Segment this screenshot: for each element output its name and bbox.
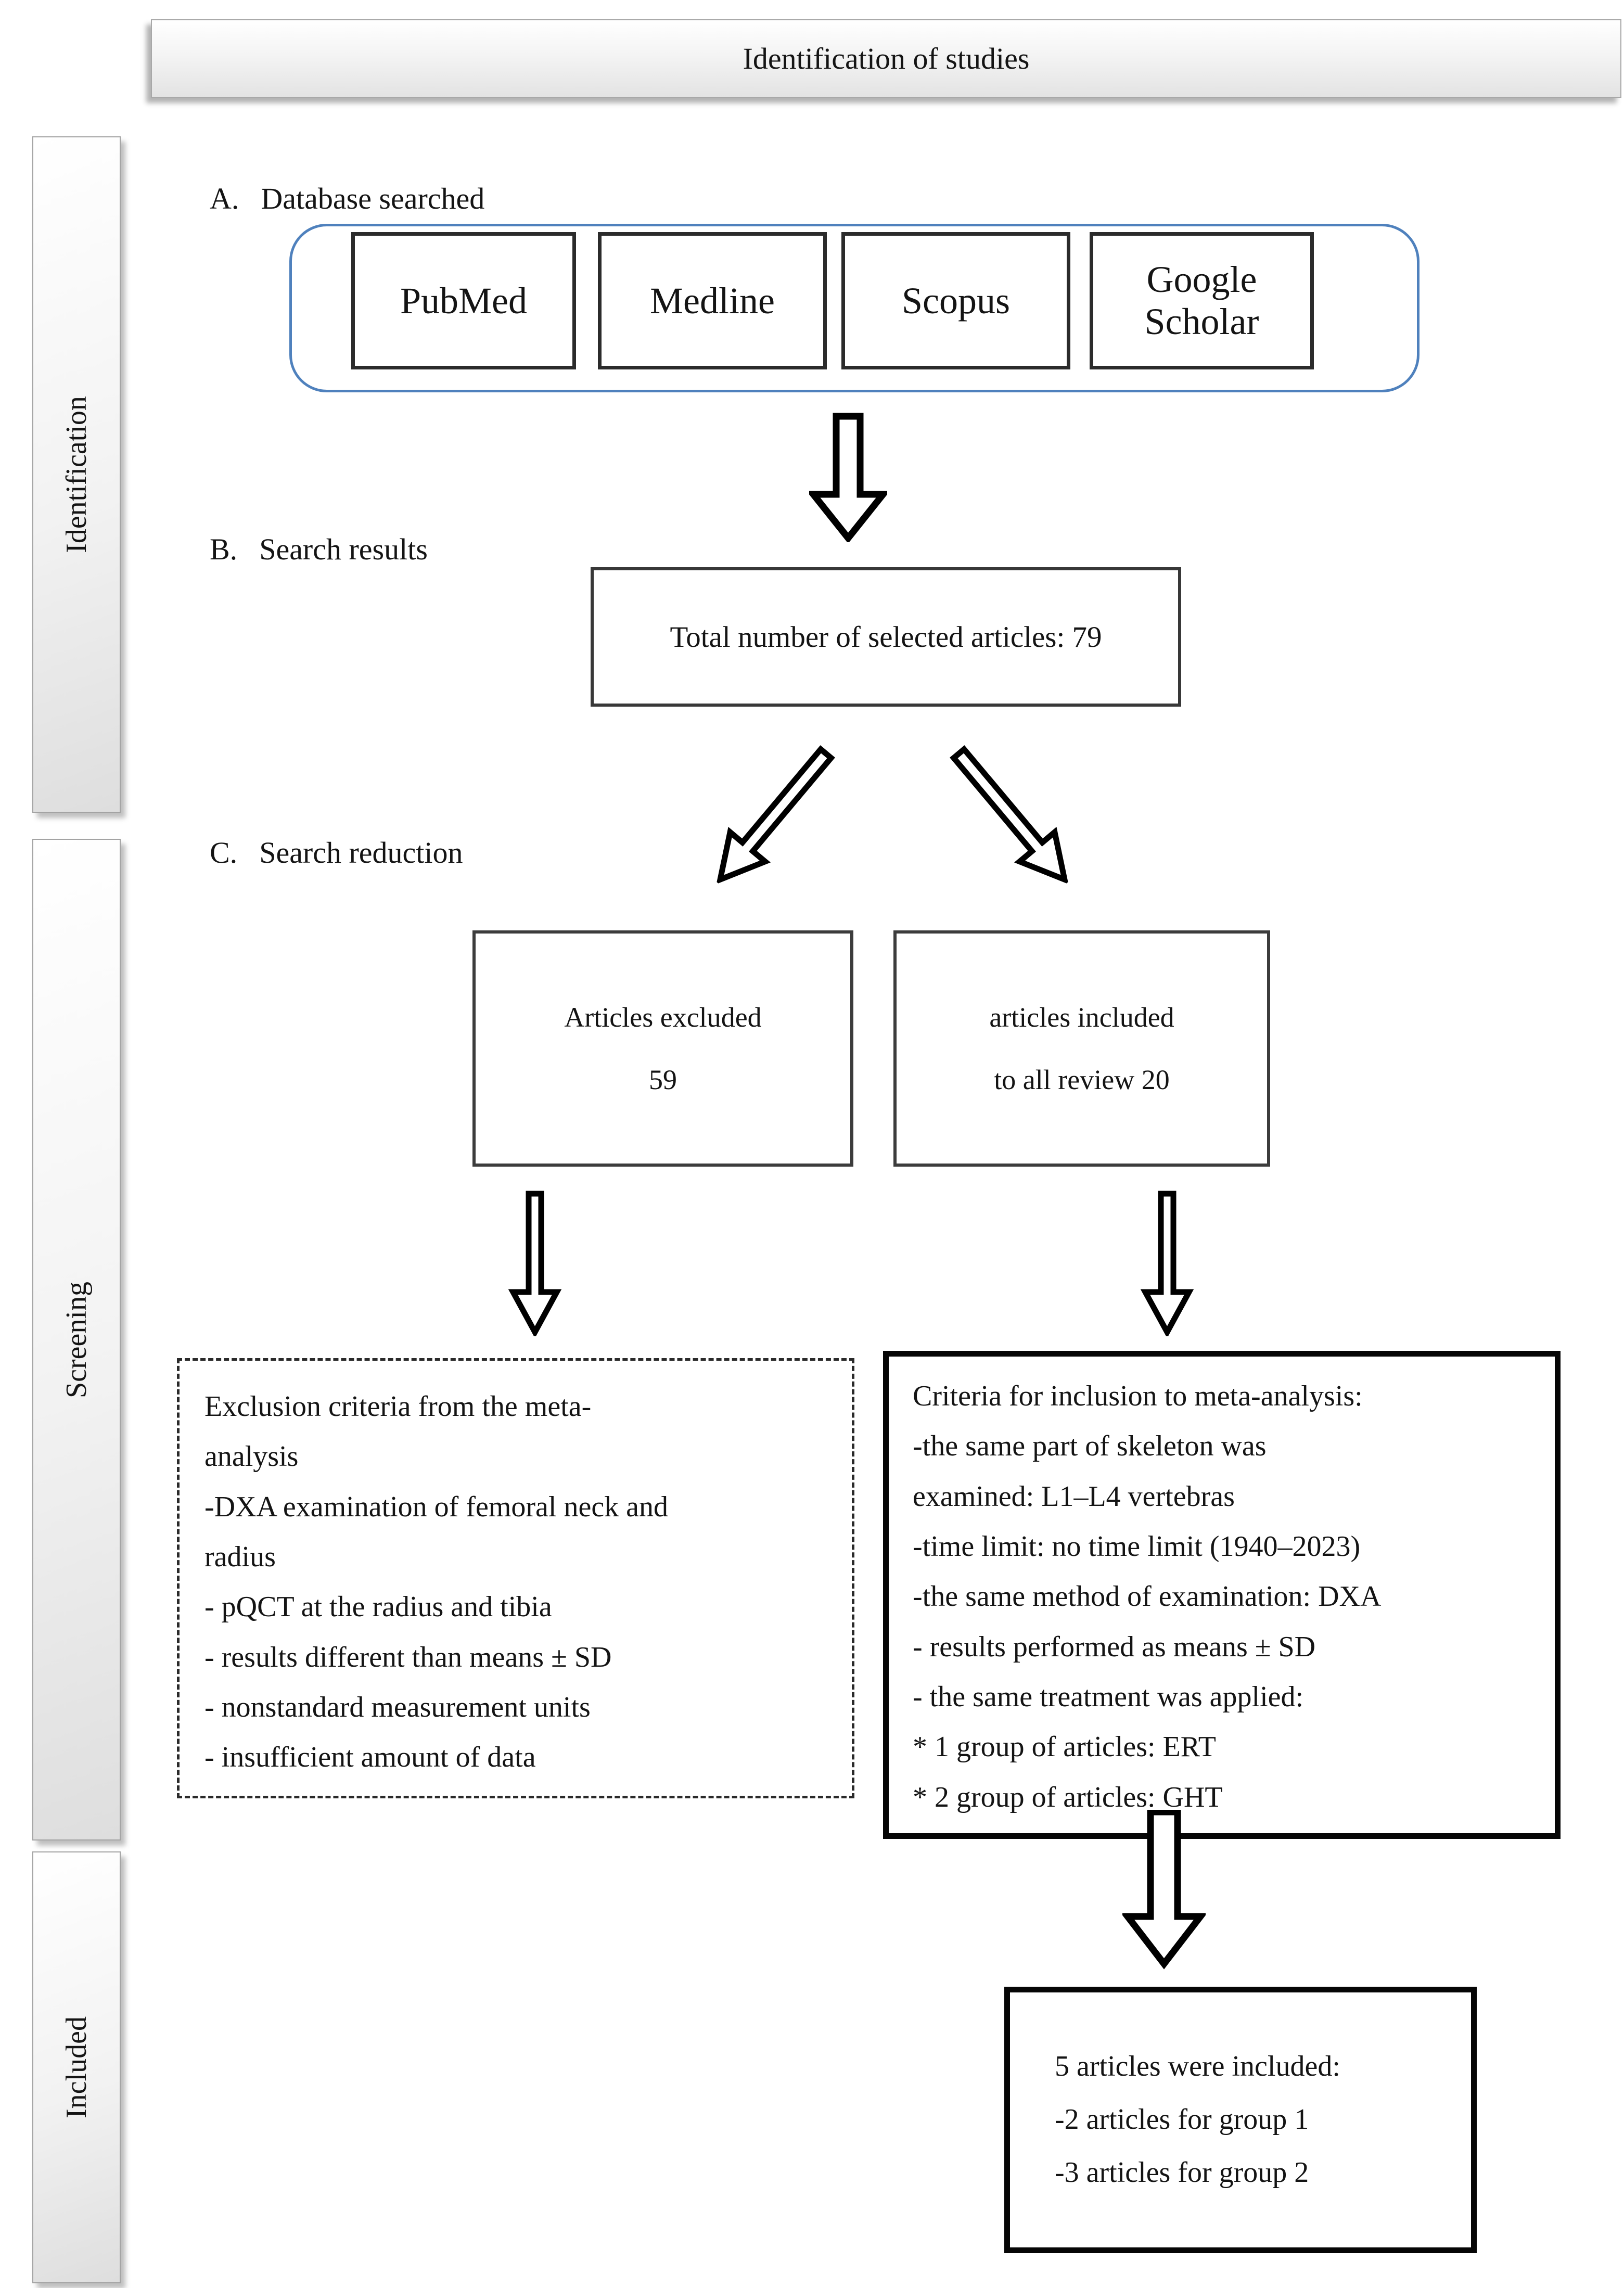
down-arrow-right-icon bbox=[1139, 1191, 1196, 1336]
database-box-google-scholar: Google Scholar bbox=[1090, 232, 1314, 369]
exclusion-line: radius bbox=[204, 1540, 276, 1573]
exclusion-line: - results different than means ± SD bbox=[204, 1641, 612, 1673]
diagram-title: Identification of studies bbox=[743, 42, 1030, 75]
inclusion-line: Criteria for inclusion to meta-analysis: bbox=[913, 1380, 1363, 1412]
section-title-b: Search results bbox=[259, 532, 428, 566]
stage-label-identification: Identification bbox=[60, 396, 93, 553]
down-arrow-left-icon bbox=[506, 1191, 564, 1336]
section-letter-c: C. bbox=[210, 836, 238, 870]
database-box-pubmed: PubMed bbox=[351, 232, 576, 369]
inclusion-line: examined: L1–L4 vertebras bbox=[913, 1480, 1235, 1513]
section-letter-a: A. bbox=[210, 182, 239, 215]
section-heading-a: A. Database searched bbox=[210, 181, 484, 216]
inclusion-criteria-box: Criteria for inclusion to meta-analysis:… bbox=[883, 1351, 1561, 1839]
total-articles-box: Total number of selected articles: 79 bbox=[591, 567, 1181, 707]
inclusion-line: - results performed as means ± SD bbox=[913, 1630, 1316, 1663]
stage-bar-included: Included bbox=[32, 1851, 121, 2283]
exclusion-line: -DXA examination of femoral neck and bbox=[204, 1490, 669, 1523]
database-box-medline: Medline bbox=[598, 232, 827, 369]
database-label-medline: Medline bbox=[650, 279, 775, 322]
database-box-scopus: Scopus bbox=[841, 232, 1070, 369]
articles-included-count: to all review 20 bbox=[994, 1064, 1170, 1095]
exclusion-criteria-box: Exclusion criteria from the meta- analys… bbox=[177, 1358, 854, 1798]
inclusion-line: * 1 group of articles: ERT bbox=[913, 1731, 1216, 1763]
final-line: -3 articles for group 2 bbox=[1055, 2156, 1309, 2189]
down-double-arrow-icon bbox=[1122, 1810, 1206, 1970]
section-heading-b: B. Search results bbox=[210, 532, 428, 567]
articles-excluded-box: Articles excluded 59 bbox=[472, 930, 853, 1167]
final-line: 5 articles were included: bbox=[1055, 2050, 1340, 2083]
diagonal-arrow-left-icon bbox=[694, 731, 852, 903]
section-letter-b: B. bbox=[210, 532, 238, 566]
exclusion-line: Exclusion criteria from the meta- bbox=[204, 1390, 592, 1423]
section-title-a: Database searched bbox=[261, 182, 485, 215]
exclusion-line: analysis bbox=[204, 1440, 299, 1473]
diagram-title-banner: Identification of studies bbox=[151, 19, 1621, 98]
diagonal-arrow-right-icon bbox=[933, 731, 1091, 903]
inclusion-line: -time limit: no time limit (1940–2023) bbox=[913, 1530, 1361, 1563]
exclusion-line: - insufficient amount of data bbox=[204, 1741, 536, 1774]
inclusion-line: * 2 group of articles: GHT bbox=[913, 1781, 1223, 1813]
exclusion-line: - nonstandard measurement units bbox=[204, 1691, 591, 1723]
articles-excluded-count: 59 bbox=[649, 1064, 677, 1095]
total-articles-text: Total number of selected articles: 79 bbox=[670, 620, 1102, 654]
stage-bar-screening: Screening bbox=[32, 839, 121, 1840]
exclusion-line: - pQCT at the radius and tibia bbox=[204, 1591, 552, 1624]
inclusion-line: -the same method of examination: DXA bbox=[913, 1580, 1382, 1613]
database-label-google-scholar: Google Scholar bbox=[1144, 259, 1259, 342]
stage-label-screening: Screening bbox=[60, 1281, 93, 1398]
database-label-pubmed: PubMed bbox=[400, 279, 528, 322]
articles-excluded-text: Articles excluded bbox=[564, 1002, 762, 1033]
inclusion-line: -the same part of skeleton was bbox=[913, 1430, 1267, 1463]
articles-included-text: articles included bbox=[989, 1002, 1174, 1033]
final-included-box: 5 articles were included: -2 articles fo… bbox=[1004, 1987, 1477, 2253]
inclusion-line: - the same treatment was applied: bbox=[913, 1680, 1304, 1713]
section-heading-c: C. Search reduction bbox=[210, 835, 463, 870]
final-line: -2 articles for group 1 bbox=[1055, 2103, 1309, 2136]
stage-label-included: Included bbox=[60, 2016, 93, 2118]
articles-included-box: articles included to all review 20 bbox=[893, 930, 1270, 1167]
database-label-scopus: Scopus bbox=[901, 279, 1011, 322]
down-block-arrow-icon bbox=[809, 412, 887, 542]
section-title-c: Search reduction bbox=[259, 836, 463, 870]
stage-bar-identification: Identification bbox=[32, 136, 121, 813]
